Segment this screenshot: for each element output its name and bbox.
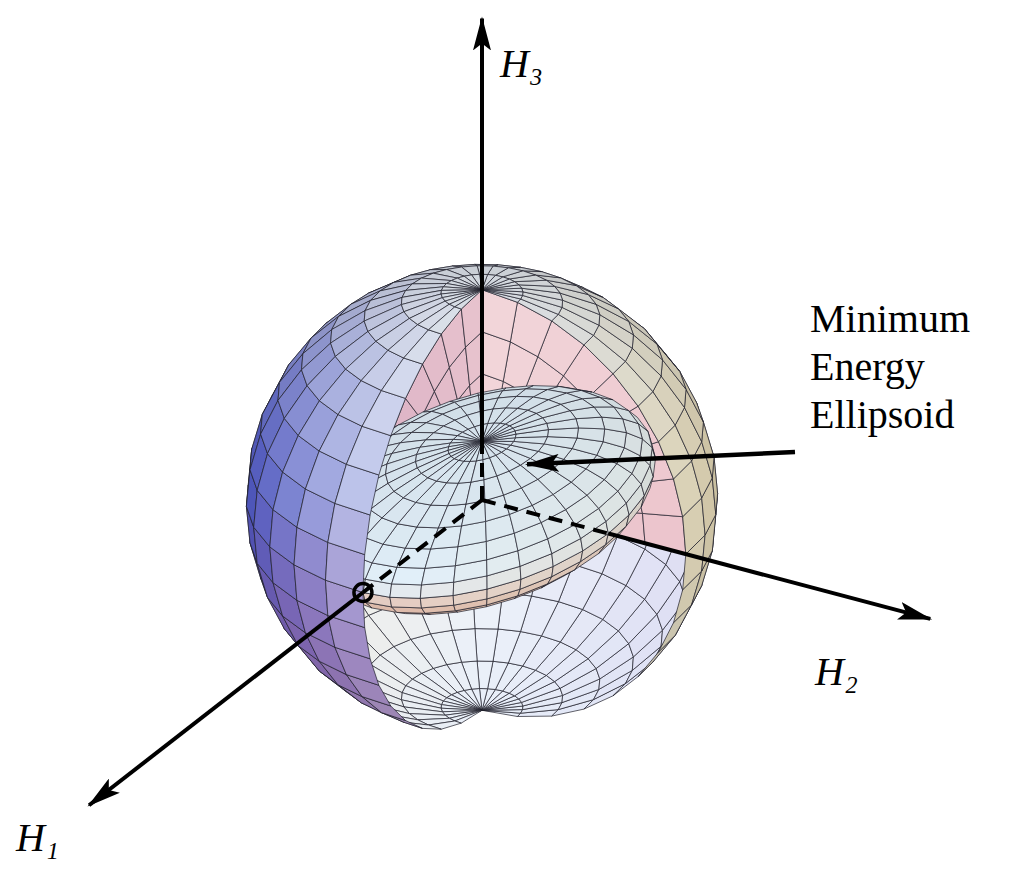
ellipsoid-patch [390,584,422,598]
ellipsoid-patch [426,433,458,440]
axis-label: H₂ [815,648,858,696]
ellipsoid-patch [428,459,459,481]
sphere-inner-patch [455,710,482,723]
sphere-inner-patch [475,629,498,662]
ellipsoid-patch [403,478,436,503]
sphere-outer-patch [429,307,462,334]
sphere-outer-patch [412,278,451,284]
ellipsoid-patch [602,417,627,433]
ellipsoid-patch [482,423,500,441]
ellipsoid-patch [482,423,505,441]
sphere-outer-patch [404,330,442,364]
ellipsoid-patch [576,417,605,429]
axes [89,18,930,805]
h1-axis [89,593,363,806]
sphere-outer-patch [629,321,663,360]
ellipsoid-patch [577,428,605,442]
callout-label: Minimum Energy Ellipsoid [810,295,1022,439]
h3-axis-hidden [480,441,484,500]
ellipsoid-patch [425,547,458,569]
ellipsoid-patch [382,498,416,524]
ellipsoid-patch [454,441,482,460]
axis-label: H₃ [500,40,543,88]
sphere-outer-patch [455,290,482,309]
sphere-outer-patch [659,605,692,652]
sphere-outer-patch [381,358,422,398]
cut-planes [363,290,686,593]
axis-label: H₁ [16,814,59,862]
ellipsoid-patch [390,597,422,608]
h3-axis [480,18,484,441]
sphere-outer-patch [638,635,675,676]
ellipsoid-patch [544,437,577,449]
sphere-outer-patch [702,422,714,478]
h2-axis [608,534,930,619]
h1-axis-hidden [363,500,482,593]
sphere-outer-patch [362,391,405,436]
ellipsoid-patch [422,566,456,585]
contact-point-marker [354,584,372,602]
callout-leader [527,452,795,464]
h2-axis-hidden [482,500,608,534]
ellipsoid-patch [392,567,425,585]
